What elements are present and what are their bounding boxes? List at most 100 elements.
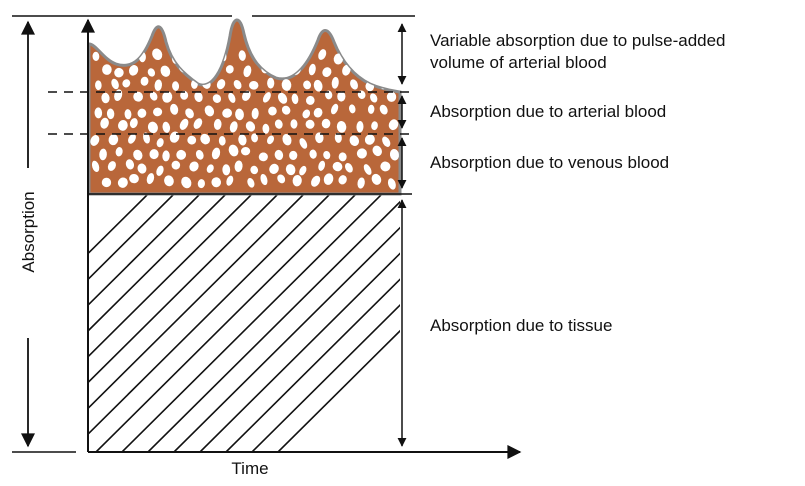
blood-cell	[211, 147, 221, 160]
hatch-line	[95, 194, 357, 452]
blood-cell	[162, 121, 171, 133]
blood-cell	[308, 63, 316, 76]
blood-cell	[101, 177, 112, 188]
blood-cell	[118, 120, 128, 131]
blood-cell	[388, 119, 399, 131]
y-axis-label: Absorption	[19, 191, 38, 272]
blood-cell	[193, 118, 203, 129]
blood-cell	[156, 138, 164, 148]
blood-cell	[209, 62, 218, 72]
x-axis-label: Time	[231, 459, 268, 478]
hatch-line	[88, 194, 149, 255]
hatch-line	[277, 329, 400, 452]
blood-cell	[129, 118, 138, 129]
blood-cell	[292, 174, 302, 187]
blood-cell	[117, 177, 128, 188]
blood-cell	[364, 134, 375, 145]
blood-cell	[147, 121, 158, 134]
blood-cell	[336, 120, 347, 133]
blood-cell	[372, 145, 382, 157]
blood-cell	[258, 152, 268, 162]
blood-cell	[251, 108, 259, 120]
blood-cell	[331, 76, 339, 89]
blood-cell	[367, 104, 375, 114]
blood-cell	[206, 164, 214, 173]
blood-cell	[146, 173, 155, 185]
blood-cell	[277, 92, 288, 104]
blood-cell	[187, 135, 197, 145]
blood-cell	[318, 49, 327, 60]
blood-cell	[101, 92, 110, 104]
blood-cell	[315, 132, 324, 144]
blood-cell	[322, 67, 332, 77]
blood-cell	[225, 65, 234, 74]
blood-cell	[311, 175, 321, 187]
hatch-line	[88, 194, 253, 358]
blood-cell	[128, 65, 139, 76]
blood-cell	[268, 106, 277, 116]
blood-cell	[243, 65, 252, 78]
blood-cell	[309, 149, 317, 159]
blood-cell	[272, 64, 281, 74]
hatch-line	[88, 194, 279, 384]
blood-cell	[222, 164, 231, 176]
venous-blood-label: Absorption due to venous blood	[430, 153, 669, 172]
blood-cell	[334, 132, 342, 143]
blood-cell	[204, 105, 215, 117]
blood-cell	[100, 117, 109, 129]
blood-cell	[370, 62, 382, 73]
blood-cell	[114, 67, 124, 78]
blood-cell	[238, 134, 247, 146]
blood-cell	[133, 91, 143, 102]
blood-cell	[143, 132, 150, 144]
blood-cell	[242, 90, 251, 101]
blood-cell	[238, 50, 246, 61]
hatch-line	[88, 194, 201, 307]
blood-cell	[370, 93, 378, 103]
hatch-line	[88, 194, 331, 436]
blood-cell	[181, 176, 192, 189]
blood-cell	[299, 138, 308, 149]
blood-cell	[176, 149, 187, 160]
blood-cell	[274, 149, 284, 161]
blood-cell	[125, 159, 135, 170]
blood-layer	[87, 18, 402, 196]
blood-cell	[200, 133, 211, 145]
blood-cell	[228, 144, 239, 157]
blood-cell	[218, 136, 226, 146]
blood-cell	[363, 164, 372, 175]
blood-cell	[115, 147, 123, 157]
blood-cell	[338, 175, 347, 185]
blood-cell	[95, 80, 102, 91]
blood-cell	[267, 77, 275, 89]
blood-cell	[289, 150, 298, 161]
blood-cell	[149, 149, 159, 160]
blood-cell	[386, 66, 396, 77]
blood-cell	[216, 79, 226, 90]
blood-cell	[91, 160, 100, 172]
pulse-added-volume-label: Variable absorption due to pulse-added v…	[430, 31, 730, 72]
blood-cell	[152, 48, 163, 61]
hatch-line	[88, 194, 227, 333]
blood-cell	[202, 51, 211, 61]
blood-cell	[262, 92, 271, 103]
blood-cell	[162, 150, 170, 162]
blood-cell	[162, 91, 173, 103]
blood-cell	[356, 121, 364, 133]
blood-cell	[194, 91, 203, 103]
blood-cell	[137, 163, 147, 174]
hatch-line	[199, 252, 400, 452]
blood-cell	[281, 79, 292, 91]
blood-cell	[241, 146, 251, 156]
arterial-blood-label: Absorption due to arterial blood	[430, 102, 666, 121]
blood-cell	[179, 118, 189, 130]
blood-cell	[269, 163, 279, 174]
blood-cell	[226, 175, 234, 186]
blood-cell	[250, 165, 259, 175]
hatch-line	[225, 278, 400, 452]
blood-cell	[251, 133, 258, 143]
hatch-line	[121, 194, 383, 452]
blood-cell	[156, 165, 164, 176]
blood-cell	[299, 165, 307, 176]
blood-cell	[185, 108, 194, 119]
